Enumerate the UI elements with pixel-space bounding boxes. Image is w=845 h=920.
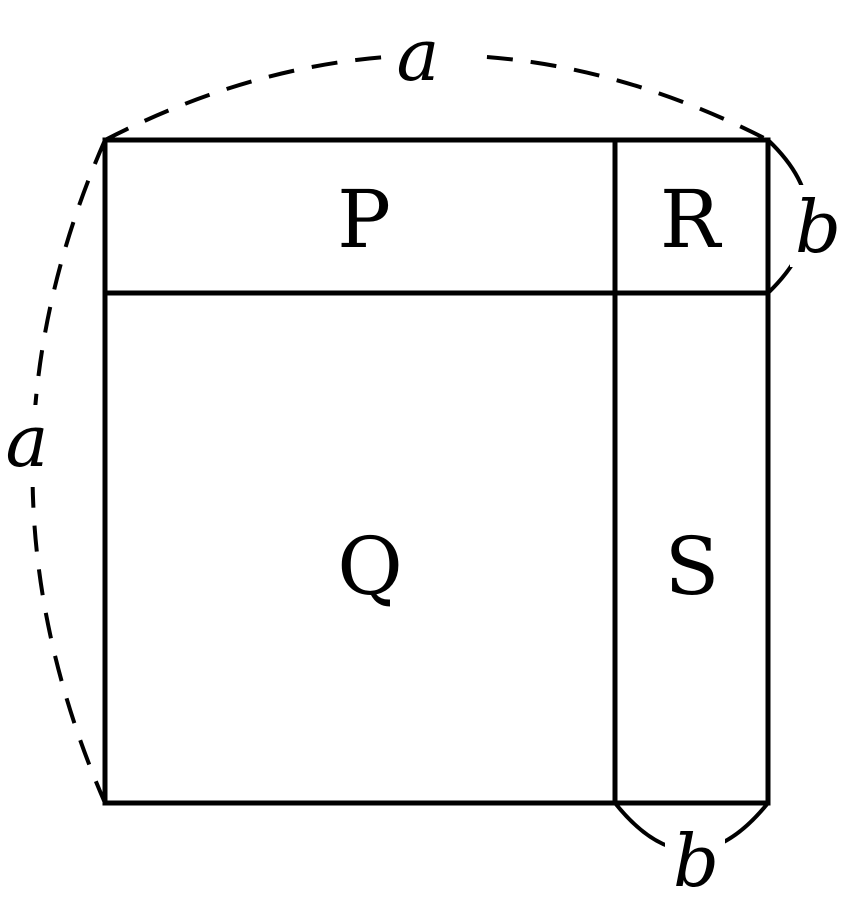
outer-square bbox=[102, 137, 771, 806]
dimension-label-bottom: b bbox=[673, 819, 719, 903]
region-label-q: Q bbox=[337, 520, 403, 613]
top-label-gap bbox=[382, 20, 474, 102]
region-label-p: P bbox=[337, 173, 391, 266]
dimension-label-top: a bbox=[397, 13, 440, 97]
right-label-gap bbox=[790, 185, 845, 267]
region-label-s: S bbox=[665, 520, 720, 613]
region-label-r: R bbox=[660, 173, 723, 266]
dimension-label-left: a bbox=[6, 399, 49, 483]
top-dimension-arc bbox=[104, 53, 769, 142]
left-label-gap bbox=[0, 405, 58, 487]
bottom-label-gap bbox=[665, 830, 725, 912]
left-dimension-arc bbox=[30, 139, 107, 804]
dimension-label-right: b bbox=[795, 185, 841, 269]
